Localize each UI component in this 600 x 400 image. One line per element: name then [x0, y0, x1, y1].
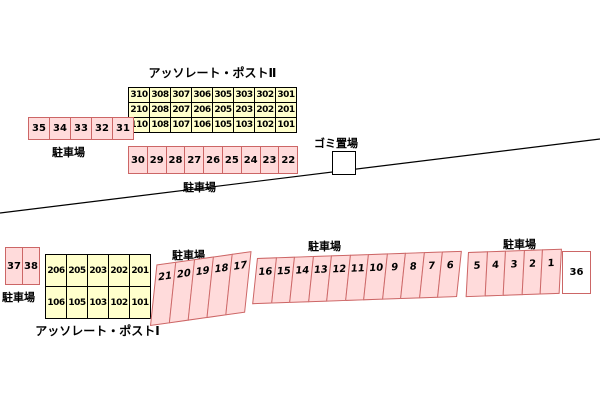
- room-number-cell: 105: [213, 118, 233, 132]
- room-number-cell: 310: [129, 88, 149, 102]
- parking-space: 24: [240, 146, 261, 174]
- parking-space: 31: [112, 117, 134, 140]
- room-number-cell: 203: [234, 103, 254, 117]
- room-number-cell: 202: [255, 103, 275, 117]
- parking-label-37-38: 駐車場: [2, 291, 35, 304]
- room-number-cell: 207: [171, 103, 191, 117]
- room-number-cell: 307: [171, 88, 191, 102]
- room-number-cell: 208: [150, 103, 170, 117]
- room-number-cell: 206: [192, 103, 212, 117]
- building1-title: アッソレート・ポストⅠ: [35, 324, 160, 338]
- room-number-cell: 301: [276, 88, 296, 102]
- parking-space: 32: [91, 117, 113, 140]
- garbage-area-label: ゴミ置場: [314, 137, 358, 150]
- room-number-cell: 306: [192, 88, 212, 102]
- parking-label-5-1: 駐車場: [503, 238, 536, 251]
- room-number-cell: 201: [276, 103, 296, 117]
- room-number-cell: 205: [67, 255, 87, 286]
- parking-space-36: 36: [562, 251, 591, 294]
- parking-space: 33: [70, 117, 92, 140]
- room-number-cell: 210: [129, 103, 149, 117]
- room-number-cell: 206: [46, 255, 66, 286]
- room-number-cell: 202: [109, 255, 129, 286]
- parking-space: 1: [539, 248, 562, 295]
- parking-space: 28: [165, 146, 186, 174]
- room-number-cell: 106: [192, 118, 212, 132]
- room-number-cell: 110: [129, 118, 149, 132]
- parking-space: 26: [203, 146, 223, 174]
- parking-label-35-31: 駐車場: [52, 146, 85, 159]
- parking-space: 23: [259, 146, 280, 174]
- parking-label-30-22: 駐車場: [183, 181, 216, 194]
- parking-space: 25: [221, 146, 242, 174]
- building2-title: アッソレート・ポストⅡ: [148, 66, 277, 80]
- room-number-cell: 201: [130, 255, 150, 286]
- room-number-cell: 108: [150, 118, 170, 132]
- parking-space: 27: [184, 146, 205, 174]
- parking-space: 35: [28, 117, 50, 140]
- room-number-cell: 103: [234, 118, 254, 132]
- room-number-cell: 102: [255, 118, 275, 132]
- room-number-cell: 302: [255, 88, 275, 102]
- garbage-box: [332, 151, 356, 175]
- room-number-cell: 205: [213, 103, 233, 117]
- room-number-cell: 101: [130, 287, 150, 318]
- room-number-cell: 203: [88, 255, 108, 286]
- room-number-cell: 102: [109, 287, 129, 318]
- parking-space: 29: [146, 146, 167, 174]
- parking-space: 30: [128, 146, 148, 174]
- parking-label-16-6: 駐車場: [308, 240, 341, 253]
- room-number-cell: 105: [67, 287, 87, 318]
- parking-space: 38: [22, 247, 40, 285]
- room-number-cell: 103: [88, 287, 108, 318]
- room-number-cell: 107: [171, 118, 191, 132]
- room-number-cell: 101: [276, 118, 296, 132]
- room-number-cell: 303: [234, 88, 254, 102]
- room-number-cell: 308: [150, 88, 170, 102]
- parking-space: 34: [49, 117, 71, 140]
- room-number-cell: 106: [46, 287, 66, 318]
- parking-space: 22: [278, 146, 299, 174]
- room-number-cell: 305: [213, 88, 233, 102]
- parking-space: 37: [5, 247, 23, 285]
